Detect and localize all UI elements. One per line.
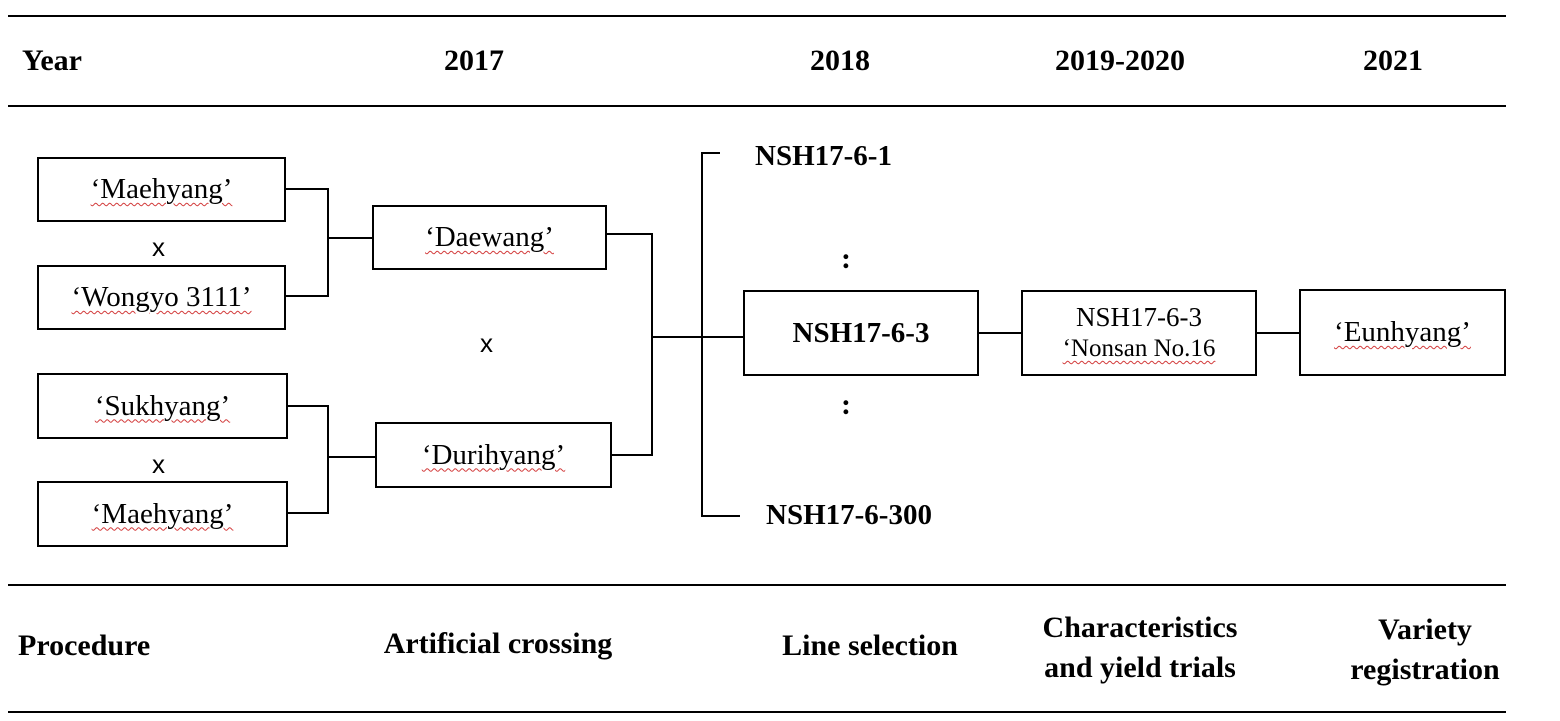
ellipsis-lower: : <box>841 388 851 421</box>
year-2018: 2018 <box>810 44 870 77</box>
cross-label: ‘Daewang’ <box>425 221 554 253</box>
year-header-label: Year <box>22 44 82 77</box>
step-trials: Characteristics and yield trials <box>1042 611 1238 684</box>
cross-box-daewang: ‘Daewang’ <box>372 205 607 270</box>
top-rule <box>8 15 1506 17</box>
bottom-rule <box>8 711 1506 713</box>
footer-top-rule <box>8 584 1506 586</box>
cross-symbol-1: x <box>152 232 165 262</box>
step-registration: Variety registration <box>1350 613 1500 686</box>
cross-label: ‘Durihyang’ <box>421 438 566 471</box>
procedure-label: Procedure <box>18 629 151 662</box>
cross-symbol-2: x <box>152 449 165 479</box>
step-line-selection: Line selection <box>782 629 958 662</box>
line-last-label: NSH17-6-300 <box>766 499 932 531</box>
selected-line-box: NSH17-6-3 <box>743 290 979 376</box>
year-2019-2020: 2019-2020 <box>1055 44 1185 77</box>
cross-symbol-3: x <box>480 328 493 358</box>
parent-box-maehyang-1: ‘Maehyang’ <box>37 157 286 222</box>
variety-name: ‘Eunhyang’ <box>1334 316 1471 348</box>
parent-box-wongyo-3111: ‘Wongyo 3111’ <box>37 265 286 330</box>
parent-label: ‘Maehyang’ <box>90 173 233 205</box>
trial-line-code: NSH17-6-3 <box>1076 302 1202 332</box>
line-first-label: NSH17-6-1 <box>755 140 892 172</box>
parent-label: ‘Wongyo 3111’ <box>71 281 252 313</box>
parent-box-sukhyang: ‘Sukhyang’ <box>37 373 288 439</box>
selection-fan <box>701 152 740 517</box>
parent-label: ‘Sukhyang’ <box>94 389 231 422</box>
bracket-crosses <box>606 233 653 456</box>
trial-box: NSH17-6-3 ‘Nonsan No.16 <box>1021 290 1257 376</box>
year-2017: 2017 <box>444 44 504 77</box>
header-rule <box>8 105 1506 107</box>
year-2021: 2021 <box>1363 44 1423 77</box>
step-artificial-crossing: Artificial crossing <box>383 627 613 660</box>
parent-label: ‘Maehyang’ <box>91 497 234 530</box>
ellipsis-upper: : <box>841 242 851 275</box>
bracket-p3-p4 <box>287 405 329 514</box>
bracket-p1-p2 <box>285 188 329 297</box>
parent-box-maehyang-2: ‘Maehyang’ <box>37 481 288 547</box>
cross-box-durihyang: ‘Durihyang’ <box>375 422 612 488</box>
trial-line-name: ‘Nonsan No.16 <box>1062 335 1216 362</box>
selected-line-label: NSH17-6-3 <box>792 316 930 349</box>
registration-box: ‘Eunhyang’ <box>1299 289 1506 376</box>
